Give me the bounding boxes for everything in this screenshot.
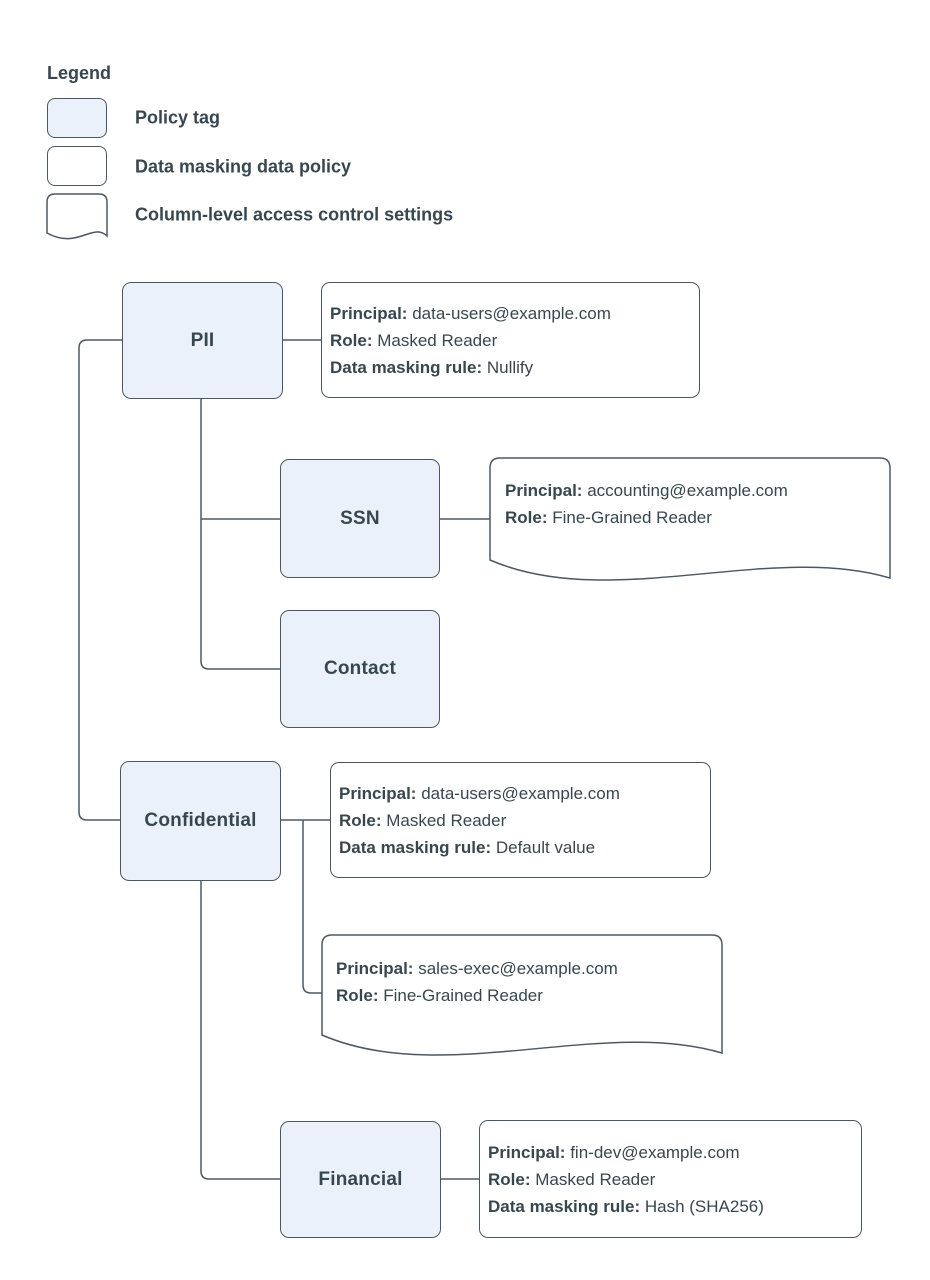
policy-tag-confidential: Confidential	[120, 761, 281, 881]
policy-field-value: data-users@example.com	[412, 303, 611, 323]
policy-field-label: Principal:	[336, 959, 414, 978]
data-policy-pii: Principal: data-users@example.com Role: …	[321, 282, 700, 398]
legend-swatch-policy-tag	[47, 98, 107, 138]
legend-label-column-acl: Column-level access control settings	[135, 204, 454, 225]
policy-field-value: accounting@example.com	[587, 481, 788, 500]
data-policy-confidential: Principal: data-users@example.com Role: …	[330, 762, 711, 878]
policy-field-label: Role:	[330, 330, 373, 350]
policy-field-label: Data masking rule:	[339, 837, 492, 857]
legend-label-policy-tag: Policy tag	[135, 107, 221, 128]
policy-field-value: Masked Reader	[377, 330, 498, 350]
policy-field-label: Role:	[336, 986, 379, 1005]
policy-field-value: Fine-Grained Reader	[552, 508, 712, 527]
column-acl-confidential: Principal: sales-exec@example.com Role: …	[336, 955, 618, 1009]
policy-field-value: Masked Reader	[535, 1169, 656, 1189]
connector-pii-to-contact	[200, 399, 280, 670]
policy-tag-financial-label: Financial	[318, 1168, 403, 1190]
connector-confidential-to-acl	[302, 820, 322, 994]
document-shape-confidential-acl	[321, 934, 723, 1056]
policy-tag-ssn: SSN	[280, 459, 440, 578]
policy-field-value: Masked Reader	[386, 810, 507, 830]
policy-tag-ssn-label: SSN	[340, 507, 380, 529]
connector-pii-to-confidential	[78, 339, 122, 821]
policy-field-label: Role:	[339, 810, 382, 830]
policy-field-value: Fine-Grained Reader	[383, 986, 543, 1005]
policy-field-label: Role:	[488, 1169, 531, 1189]
connector-confidential-to-financial	[200, 881, 280, 1180]
policy-field-value: fin-dev@example.com	[570, 1142, 740, 1162]
policy-field-label: Principal:	[330, 303, 408, 323]
column-acl-ssn: Principal: accounting@example.com Role: …	[505, 477, 788, 531]
policy-tag-financial: Financial	[280, 1121, 441, 1238]
policy-field-label: Data masking rule:	[488, 1196, 641, 1216]
policy-field-label: Data masking rule:	[330, 357, 483, 377]
policy-tag-pii: PII	[122, 282, 283, 399]
policy-tag-contact-label: Contact	[323, 658, 397, 679]
data-policy-financial: Principal: fin-dev@example.com Role: Mas…	[479, 1120, 862, 1238]
policy-field-label: Role:	[505, 508, 548, 527]
policy-field-value: Default value	[495, 837, 596, 857]
policy-field-label: Principal:	[339, 783, 417, 803]
legend-title: Legend	[47, 63, 112, 83]
legend-label-data-policy: Data masking data policy	[135, 156, 352, 177]
policy-tag-contact: Contact	[280, 610, 440, 728]
legend-swatch-column-acl	[46, 193, 108, 240]
policy-field-value: sales-exec@example.com	[418, 959, 618, 978]
policy-field-value: data-users@example.com	[421, 783, 620, 803]
policy-field-label: Principal:	[505, 481, 583, 500]
policy-field-value: Nullify	[486, 357, 534, 377]
policy-tag-confidential-label: Confidential	[144, 810, 257, 831]
legend-swatch-data-policy	[47, 146, 107, 186]
policy-tag-pii-label: PII	[190, 329, 215, 351]
policy-field-value: Hash (SHA256)	[644, 1196, 764, 1216]
policy-field-label: Principal:	[488, 1142, 566, 1162]
document-shape-ssn-acl	[489, 457, 891, 581]
